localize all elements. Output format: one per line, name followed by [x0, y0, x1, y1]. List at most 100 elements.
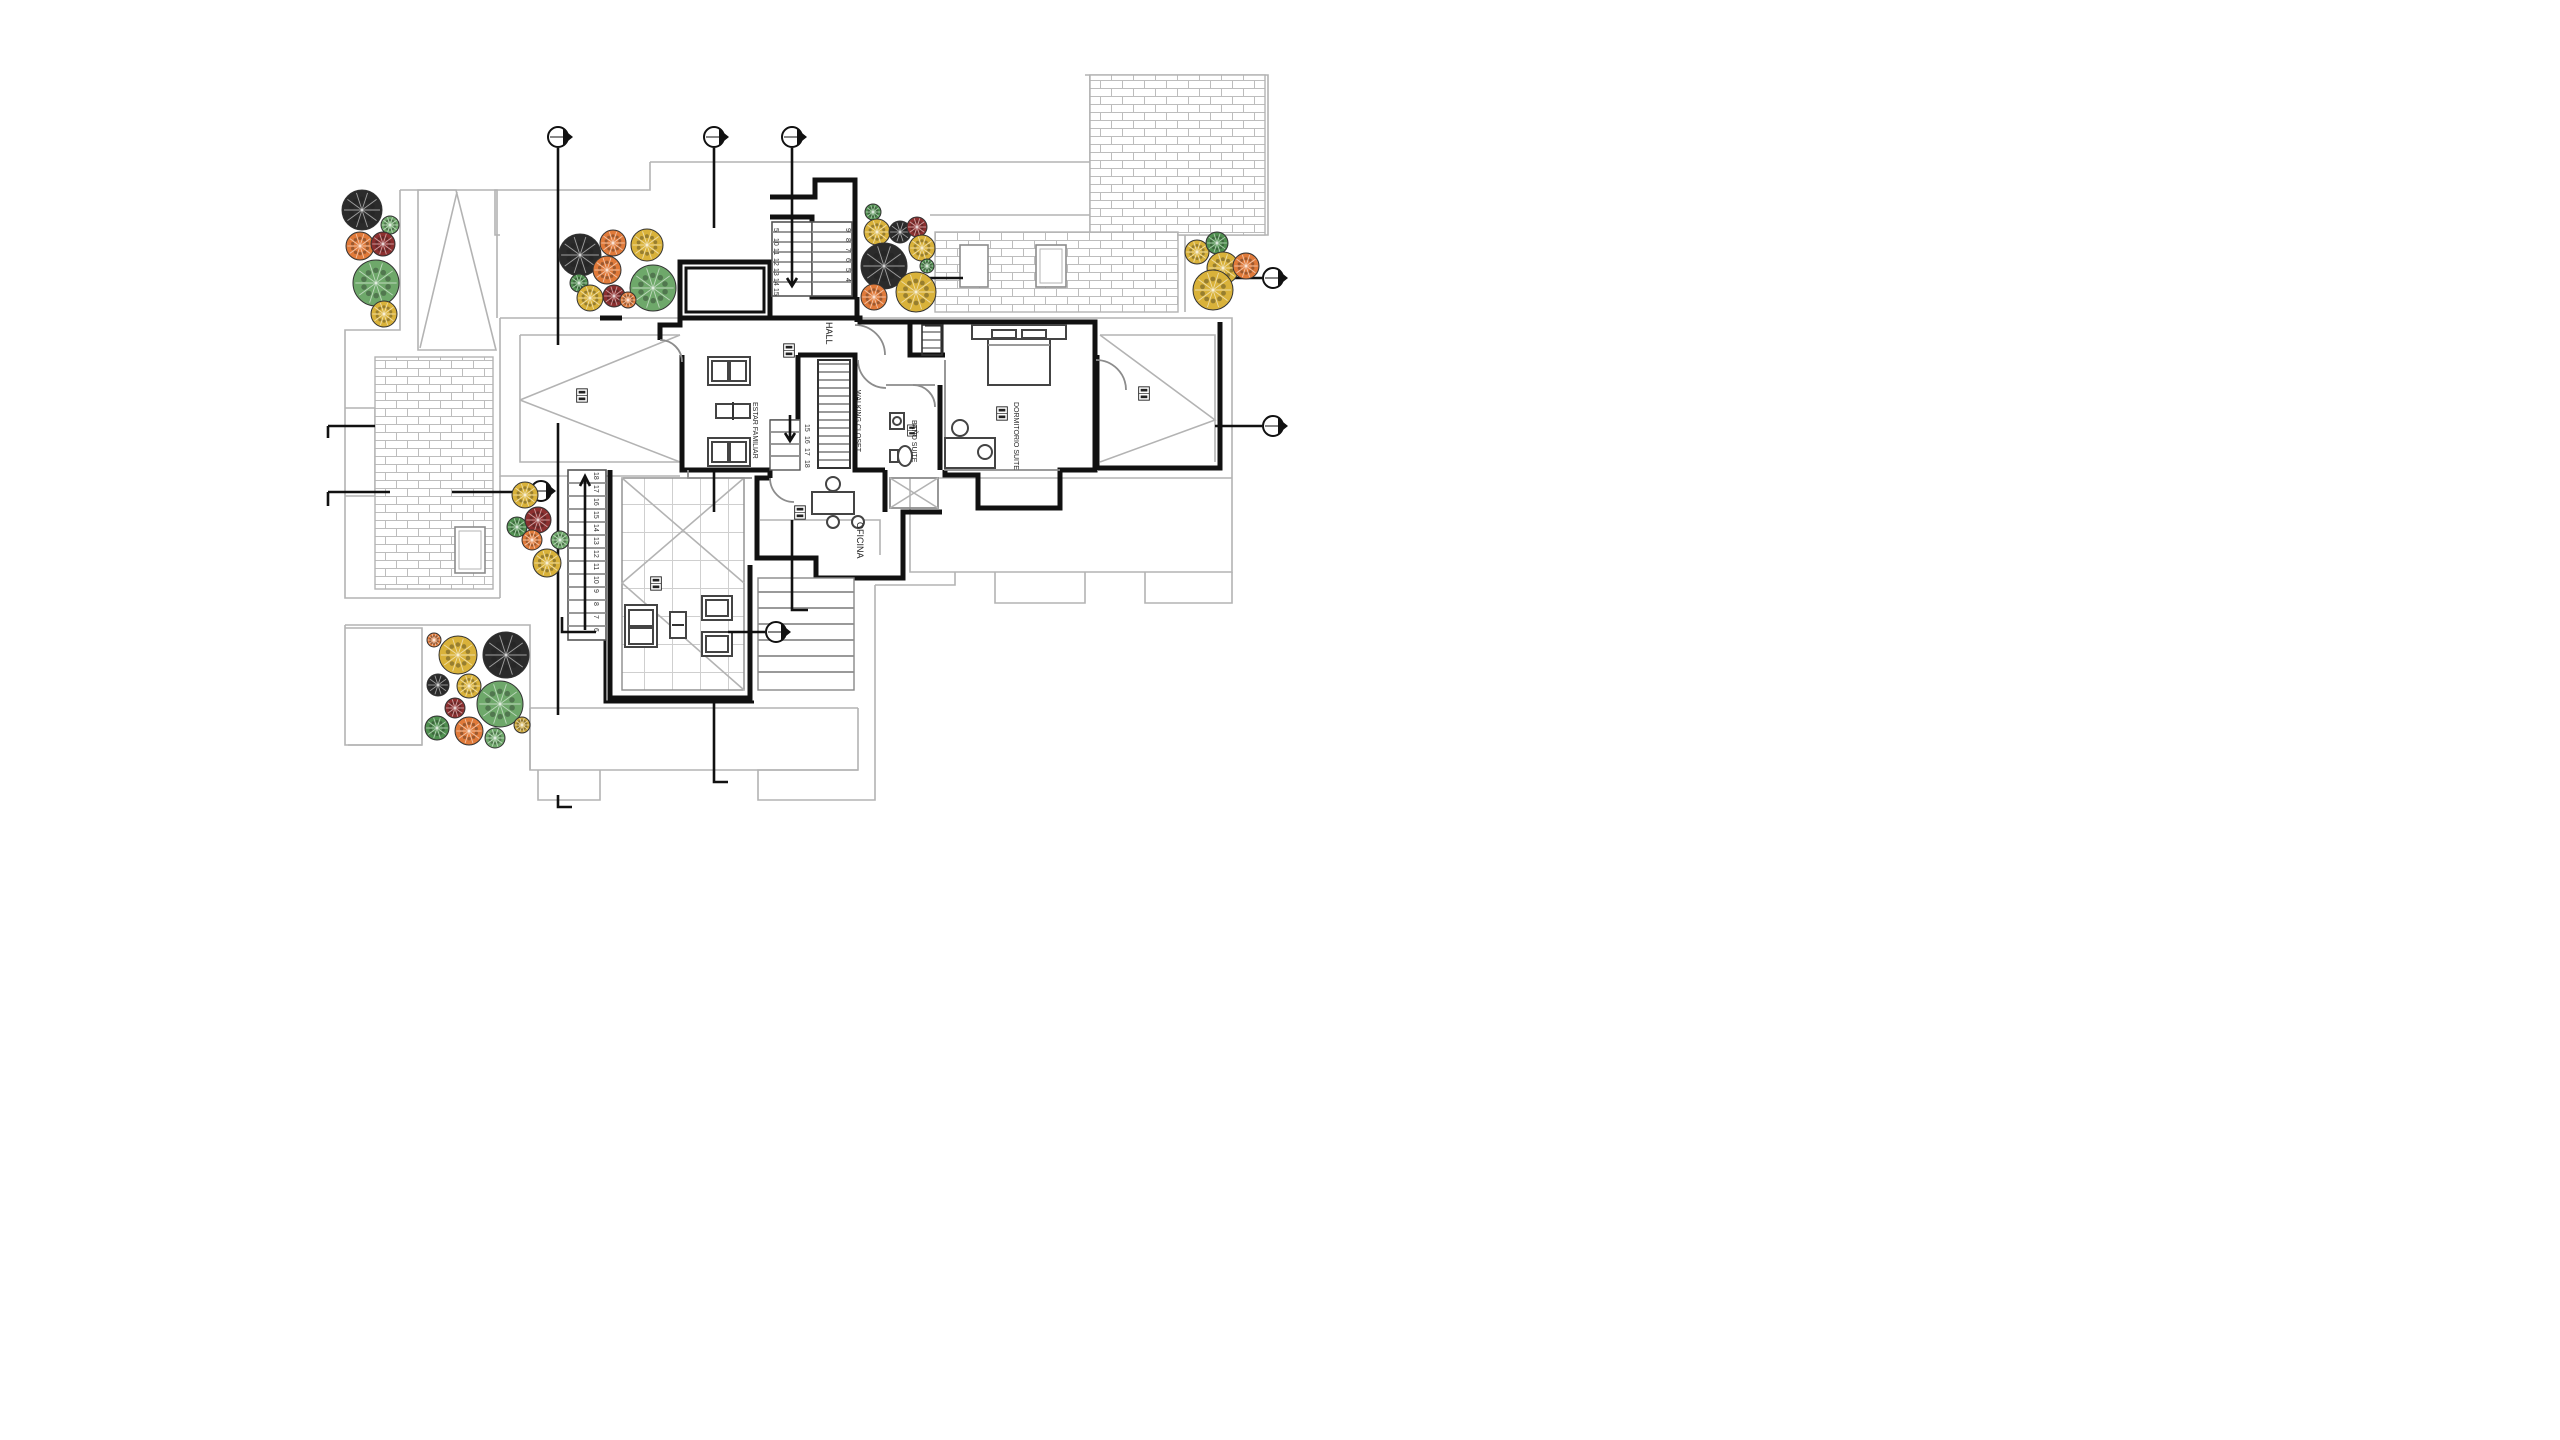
- tree-icon: [341, 189, 383, 231]
- section-marker-icon: [1262, 415, 1288, 437]
- stair-step-number: 4: [844, 278, 851, 282]
- tree-icon: [513, 716, 531, 734]
- label-oficina: OFICINA: [855, 522, 865, 559]
- stair-step-number: 15: [803, 424, 810, 432]
- room-labels: HALL ESTAR FAMILIAR WALKING CLOSET BAÑO …: [751, 322, 1019, 559]
- tree-icon: [482, 631, 530, 679]
- section-marker-icon: [781, 126, 807, 148]
- landscape-trees: [341, 189, 1260, 749]
- sink-icon: [889, 412, 905, 430]
- stair-step-number: 16: [592, 498, 599, 506]
- tree-icon: [345, 231, 375, 261]
- label-hall: HALL: [824, 322, 834, 345]
- stair-step-number: 6: [844, 258, 851, 262]
- tree-icon: [454, 716, 484, 746]
- tree-icon: [424, 715, 450, 741]
- stair-step-number: 9: [592, 589, 599, 593]
- tree-icon: [1205, 231, 1229, 255]
- stair-arrow-icon: [578, 473, 592, 630]
- armchair-icon: [701, 595, 733, 621]
- stair-step-number: 13: [592, 537, 599, 545]
- stair-step-number: 10: [772, 238, 779, 246]
- walking-closet-shelves: [817, 359, 851, 469]
- stair-step-number: 15: [772, 288, 779, 296]
- tree-icon: [629, 264, 677, 312]
- tree-icon: [550, 530, 570, 550]
- tree-icon: [506, 516, 528, 538]
- stair-step-number: 8: [592, 602, 599, 606]
- label-estar: ESTAR FAMILIAR: [751, 402, 758, 459]
- coffee-table-icon: [669, 611, 687, 639]
- stair-upper-right: [811, 221, 853, 297]
- stair-step-number: 17: [803, 448, 810, 456]
- tree-icon: [352, 259, 400, 307]
- tree-icon: [860, 242, 908, 290]
- stair-step-number: 14: [592, 524, 599, 532]
- armchair-icon: [701, 631, 733, 657]
- level-tag-icon: [1138, 386, 1150, 401]
- desk-icon: [944, 419, 996, 469]
- coffee-table-icon: [715, 402, 751, 420]
- sofa-icon: [624, 604, 658, 648]
- tree-icon: [599, 229, 627, 257]
- label-walking-closet: WALKING CLOSET: [854, 390, 861, 453]
- tree-icon: [906, 216, 928, 238]
- tree-icon: [1232, 252, 1260, 280]
- tree-icon: [908, 234, 936, 262]
- tree-icon: [1184, 239, 1210, 265]
- interior-lines: [659, 324, 1127, 555]
- stair-step-number: 12: [592, 550, 599, 558]
- level-tag-icon: [783, 343, 795, 358]
- tree-icon: [511, 481, 539, 509]
- stair-step-number: 18: [592, 472, 599, 480]
- stair-step-number: 7: [844, 248, 851, 252]
- tree-icon: [476, 680, 524, 728]
- tree-icon: [484, 727, 506, 749]
- tree-icon: [380, 215, 400, 235]
- tree-icon: [426, 632, 442, 648]
- section-marker-icon: [1262, 267, 1288, 289]
- tree-icon: [456, 673, 482, 699]
- stair-mid: [769, 419, 801, 471]
- tree-icon: [521, 529, 543, 551]
- stair-step-number: 5: [844, 268, 851, 272]
- furniture: [624, 324, 1067, 657]
- section-markers: [530, 126, 1288, 643]
- walking-closet-shelf-2: [921, 324, 943, 356]
- stair-step-number: 11: [772, 248, 779, 255]
- stair-step-number: 15: [592, 511, 599, 519]
- section-marker-icon: [703, 126, 729, 148]
- stair-step-number: 16: [803, 436, 810, 444]
- tree-icon: [444, 697, 466, 719]
- bed-icon: [971, 324, 1067, 386]
- level-tag-icon: [576, 388, 588, 403]
- stair-step-number: 14: [772, 278, 779, 286]
- level-tag-icon: [996, 406, 1008, 421]
- site-outlines: [344, 74, 1269, 801]
- level-tag-icon: [650, 576, 662, 591]
- level-tag-icon: [794, 505, 806, 520]
- desk-icon: [811, 476, 865, 529]
- sofa-icon: [707, 437, 751, 467]
- tree-icon: [1192, 269, 1234, 311]
- stair-left: [567, 469, 607, 641]
- toilet-icon: [889, 445, 913, 467]
- tree-icon: [370, 300, 398, 328]
- stair-step-number: 10: [592, 576, 599, 584]
- tree-icon: [919, 258, 935, 274]
- tree-icon: [532, 548, 562, 578]
- stair-step-number: 12: [772, 258, 779, 266]
- stair-step-number: 5: [772, 228, 779, 232]
- stair-step-number: 13: [772, 268, 779, 276]
- tree-icon: [864, 203, 882, 221]
- section-marker-icon: [765, 621, 791, 643]
- section-marker-icon: [547, 126, 573, 148]
- tree-icon: [860, 283, 888, 311]
- stair-step-number: 8: [844, 238, 851, 242]
- stair-step-number: 11: [592, 563, 599, 570]
- stair-step-number: 6: [592, 628, 599, 632]
- tree-icon: [619, 291, 637, 309]
- stair-step-number: 9: [844, 228, 851, 232]
- stair-step-number: 17: [592, 485, 599, 493]
